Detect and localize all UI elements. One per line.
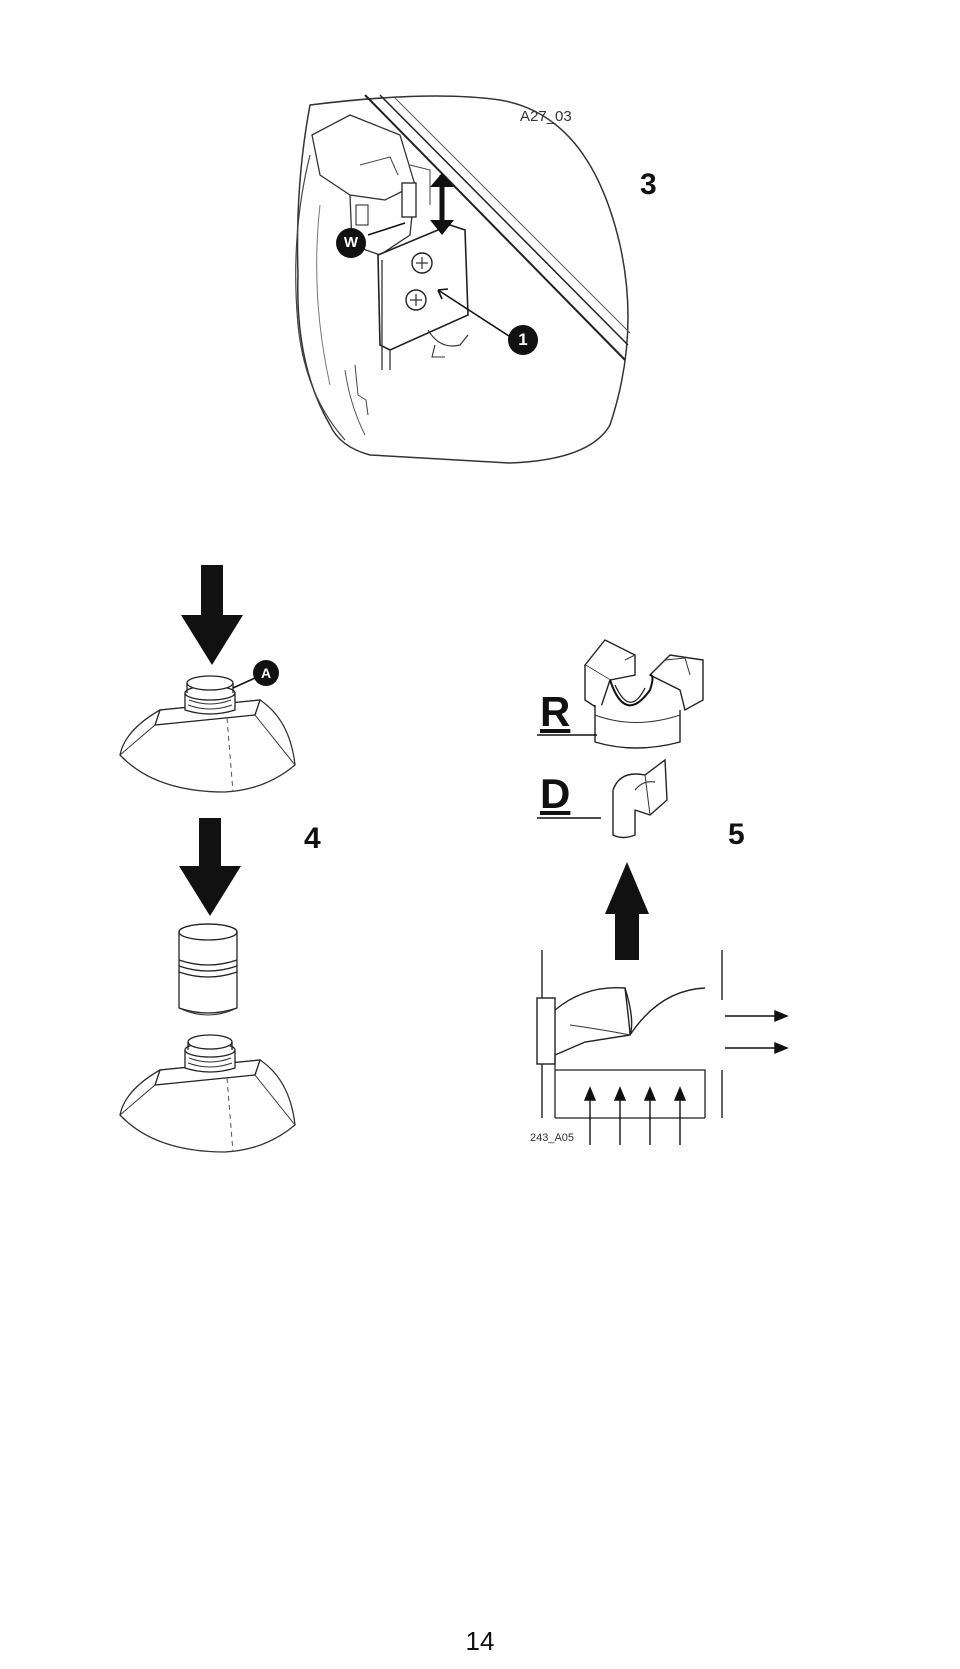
up-arrow-icon <box>605 862 649 960</box>
figure-5-code: 243_A05 <box>530 1132 575 1144</box>
figure-4-step-number: 4 <box>304 822 321 855</box>
callout-1-badge: 1 <box>508 325 538 355</box>
hood-bottom-icon <box>119 1034 296 1153</box>
down-arrow-icon <box>181 565 243 665</box>
coupling-icon <box>178 923 238 1016</box>
figure-5-drawing <box>536 639 789 1145</box>
reducer-r-icon <box>583 639 704 749</box>
page-number: 14 <box>465 1626 495 1656</box>
figure-3-drawing <box>295 94 631 464</box>
callout-w-badge: W <box>336 228 366 258</box>
figure-5 <box>525 630 795 1150</box>
figure-5-step-number: 5 <box>728 818 745 851</box>
down-arrow-icon <box>179 818 241 916</box>
figure-3-code: A27_03 <box>520 108 572 125</box>
figure-4: A <box>115 560 305 1160</box>
double-arrow-icon <box>430 173 454 235</box>
hood-top-icon <box>119 675 296 793</box>
figure-3: W 1 <box>290 94 670 485</box>
figure-4-drawing <box>119 565 296 1153</box>
label-r: R <box>540 688 571 735</box>
figure-3-step-number: 3 <box>640 168 657 201</box>
label-d: D <box>540 770 571 817</box>
damper-d-icon <box>612 758 668 839</box>
duct-diagram-icon <box>536 950 789 1145</box>
callout-a-badge: A <box>253 660 279 686</box>
